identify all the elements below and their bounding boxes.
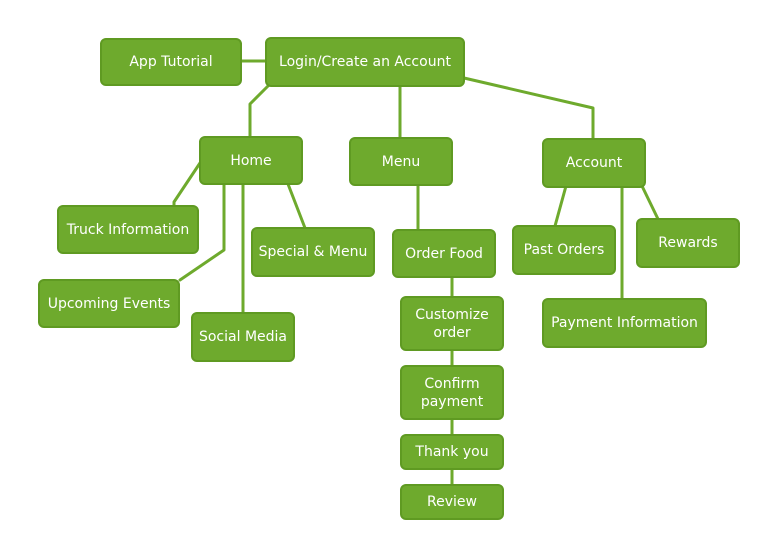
node-confirm-payment: Confirm payment bbox=[400, 365, 504, 420]
node-past-orders: Past Orders bbox=[512, 225, 616, 275]
connector-home-events bbox=[178, 182, 226, 282]
node-order-food: Order Food bbox=[392, 229, 496, 278]
node-login-create-account: Login/Create an Account bbox=[265, 37, 465, 87]
node-account: Account bbox=[542, 138, 646, 188]
node-rewards: Rewards bbox=[636, 218, 740, 268]
connector-home-truck bbox=[172, 161, 202, 208]
connector-home-special bbox=[286, 182, 307, 230]
node-home: Home bbox=[199, 136, 303, 185]
connector-account-rewards bbox=[640, 184, 660, 221]
node-app-tutorial: App Tutorial bbox=[100, 38, 242, 86]
node-special-menu: Special & Menu bbox=[251, 227, 375, 277]
node-social-media: Social Media bbox=[191, 312, 295, 362]
node-review: Review bbox=[400, 484, 504, 520]
connector-login-home bbox=[248, 84, 270, 139]
node-payment-information: Payment Information bbox=[542, 298, 707, 348]
node-upcoming-events: Upcoming Events bbox=[38, 279, 180, 328]
node-truck-information: Truck Information bbox=[57, 205, 199, 254]
connector-account-past bbox=[553, 184, 568, 228]
node-menu: Menu bbox=[349, 137, 453, 186]
connector-login-account bbox=[462, 76, 595, 141]
node-thank-you: Thank you bbox=[400, 434, 504, 470]
node-customize-order: Customize order bbox=[400, 296, 504, 351]
